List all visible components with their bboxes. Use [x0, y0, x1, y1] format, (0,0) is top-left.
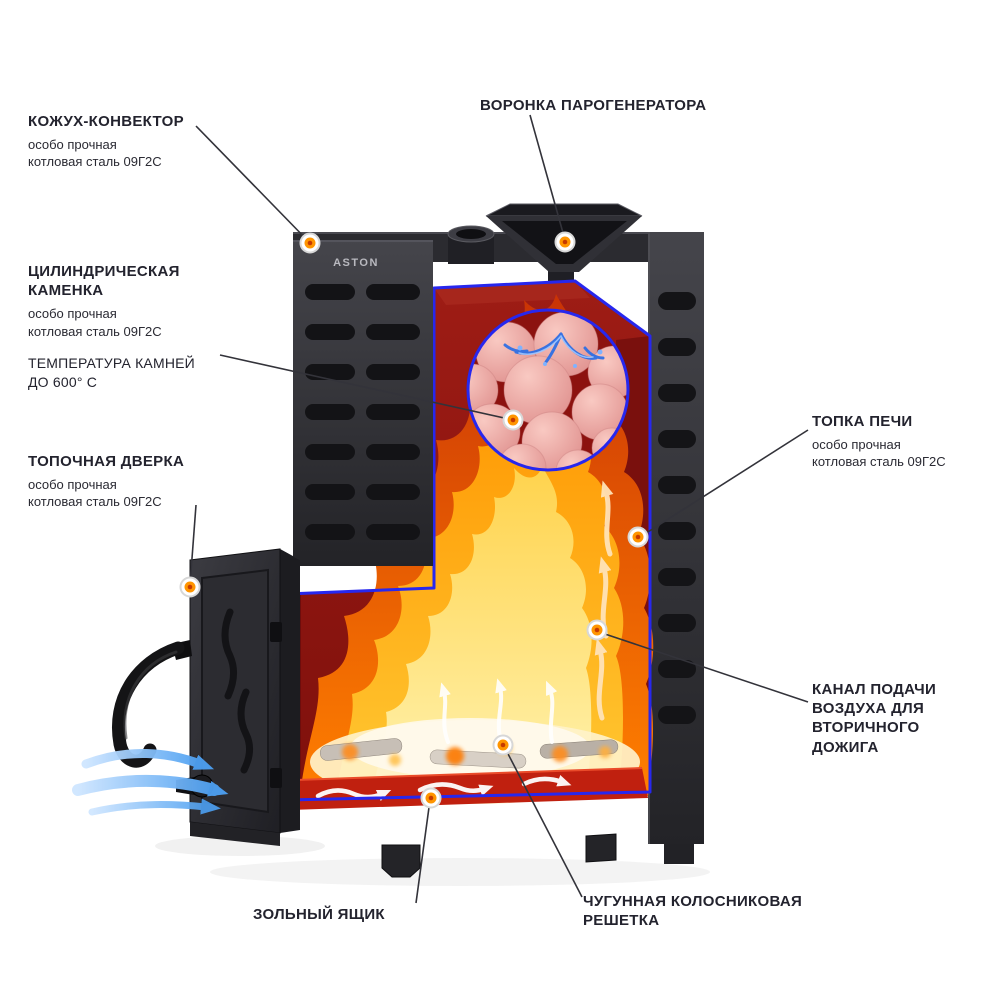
callout-line-reshetka — [504, 747, 583, 898]
door-hinge-top — [270, 622, 282, 642]
door-flame-slits — [221, 608, 253, 774]
furnace-door — [112, 548, 300, 846]
callout-line-kanal — [598, 631, 809, 703]
convector-panel-right — [648, 232, 704, 864]
callout-kolosnikovaya-reshetka: ЧУГУННАЯ КОЛОСНИКОВАЯ РЕШЕТКА — [583, 892, 802, 930]
callout-marker-kanal — [586, 619, 608, 641]
callout-title: КАНАЛ ПОДАЧИ ВОЗДУХА ДЛЯ ВТОРИЧНОГО ДОЖИ… — [812, 681, 937, 756]
callout-line-kamenka — [219, 354, 514, 421]
callout-subtitle: особо прочная котловая сталь 09Г2С — [28, 137, 162, 170]
callout-kanal-podachi-vozduha: КАНАЛ ПОДАЧИ ВОЗДУХА ДЛЯ ВТОРИЧНОГО ДОЖИ… — [812, 680, 972, 757]
callout-line-voronka — [529, 114, 566, 241]
air-intake-arrows — [72, 748, 229, 816]
callout-marker-kamenka — [502, 409, 524, 431]
callout-marker-kozhuh — [299, 232, 321, 254]
callout-zolnyj-yashchik: ЗОЛЬНЫЙ ЯЩИК — [253, 905, 385, 924]
callout-cilindricheskaya-kamenka: ЦИЛИНДРИЧЕСКАЯ КАМЕНКА особо прочная кот… — [28, 262, 195, 391]
callout-marker-dverka — [179, 576, 201, 598]
callout-subtitle: особо прочная котловая сталь 09Г2С — [28, 477, 162, 510]
callout-title: ТОПОЧНАЯ ДВЕРКА — [28, 453, 185, 470]
callout-line-zolnik — [415, 799, 431, 904]
callout-markers — [179, 231, 649, 809]
callout-marker-topka — [627, 526, 649, 548]
door-base — [190, 822, 280, 846]
callout-topka-pechi: ТОПКА ПЕЧИ особо прочная котловая сталь … — [812, 412, 987, 471]
callout-marker-reshetka — [492, 734, 514, 756]
secondary-air-channel — [290, 767, 648, 810]
callout-line-topka — [639, 429, 809, 538]
callout-note-stone-temperature: ТЕМПЕРАТУРА КАМНЕЙ ДО 600° С — [28, 354, 195, 390]
callout-title: ТОПКА ПЕЧИ — [812, 413, 913, 430]
door-hinge-bottom — [270, 768, 282, 788]
callout-marker-zolnik — [420, 787, 442, 809]
callout-lines — [189, 114, 809, 904]
callout-title: ВОРОНКА ПАРОГЕНЕРАТОРА — [480, 97, 707, 114]
callout-title: ЦИЛИНДРИЧЕСКАЯ КАМЕНКА — [28, 263, 180, 300]
callout-subtitle: особо прочная котловая сталь 09Г2С — [28, 306, 162, 339]
brand-logo: ASTON — [333, 257, 379, 269]
door-handle — [112, 640, 192, 768]
callout-topochnaya-dverka: ТОПОЧНАЯ ДВЕРКА особо прочная котловая с… — [28, 452, 184, 511]
callout-title: ЧУГУННАЯ КОЛОСНИКОВАЯ РЕШЕТКА — [583, 893, 803, 930]
cutaway-outline — [285, 279, 652, 802]
ground-shadow — [155, 836, 710, 886]
callout-subtitle: особо прочная котловая сталь 09Г2С — [812, 437, 946, 470]
callout-title: ЗОЛЬНЫЙ ЯЩИК — [253, 906, 385, 923]
water-streams — [503, 332, 605, 368]
air-arrows-horizontal — [315, 775, 572, 802]
convector-panel-left: ASTON — [293, 240, 433, 566]
stone-chamber — [466, 308, 630, 472]
stove-legs — [381, 833, 617, 878]
chimney-pipe — [447, 225, 495, 264]
callout-marker-voronka — [554, 231, 576, 253]
callout-kozhuh-konvektor: КОЖУХ-КОНВЕКТОР особо прочная котловая с… — [28, 112, 184, 171]
air-arrows-firebox — [439, 678, 558, 744]
callout-line-kozhuh — [195, 125, 311, 244]
callout-title: КОЖУХ-КОНВЕКТОР — [28, 113, 184, 130]
callout-line-dverka — [189, 504, 197, 586]
callout-voronka-parogeneratora: ВОРОНКА ПАРОГЕНЕРАТОРА — [480, 96, 706, 115]
